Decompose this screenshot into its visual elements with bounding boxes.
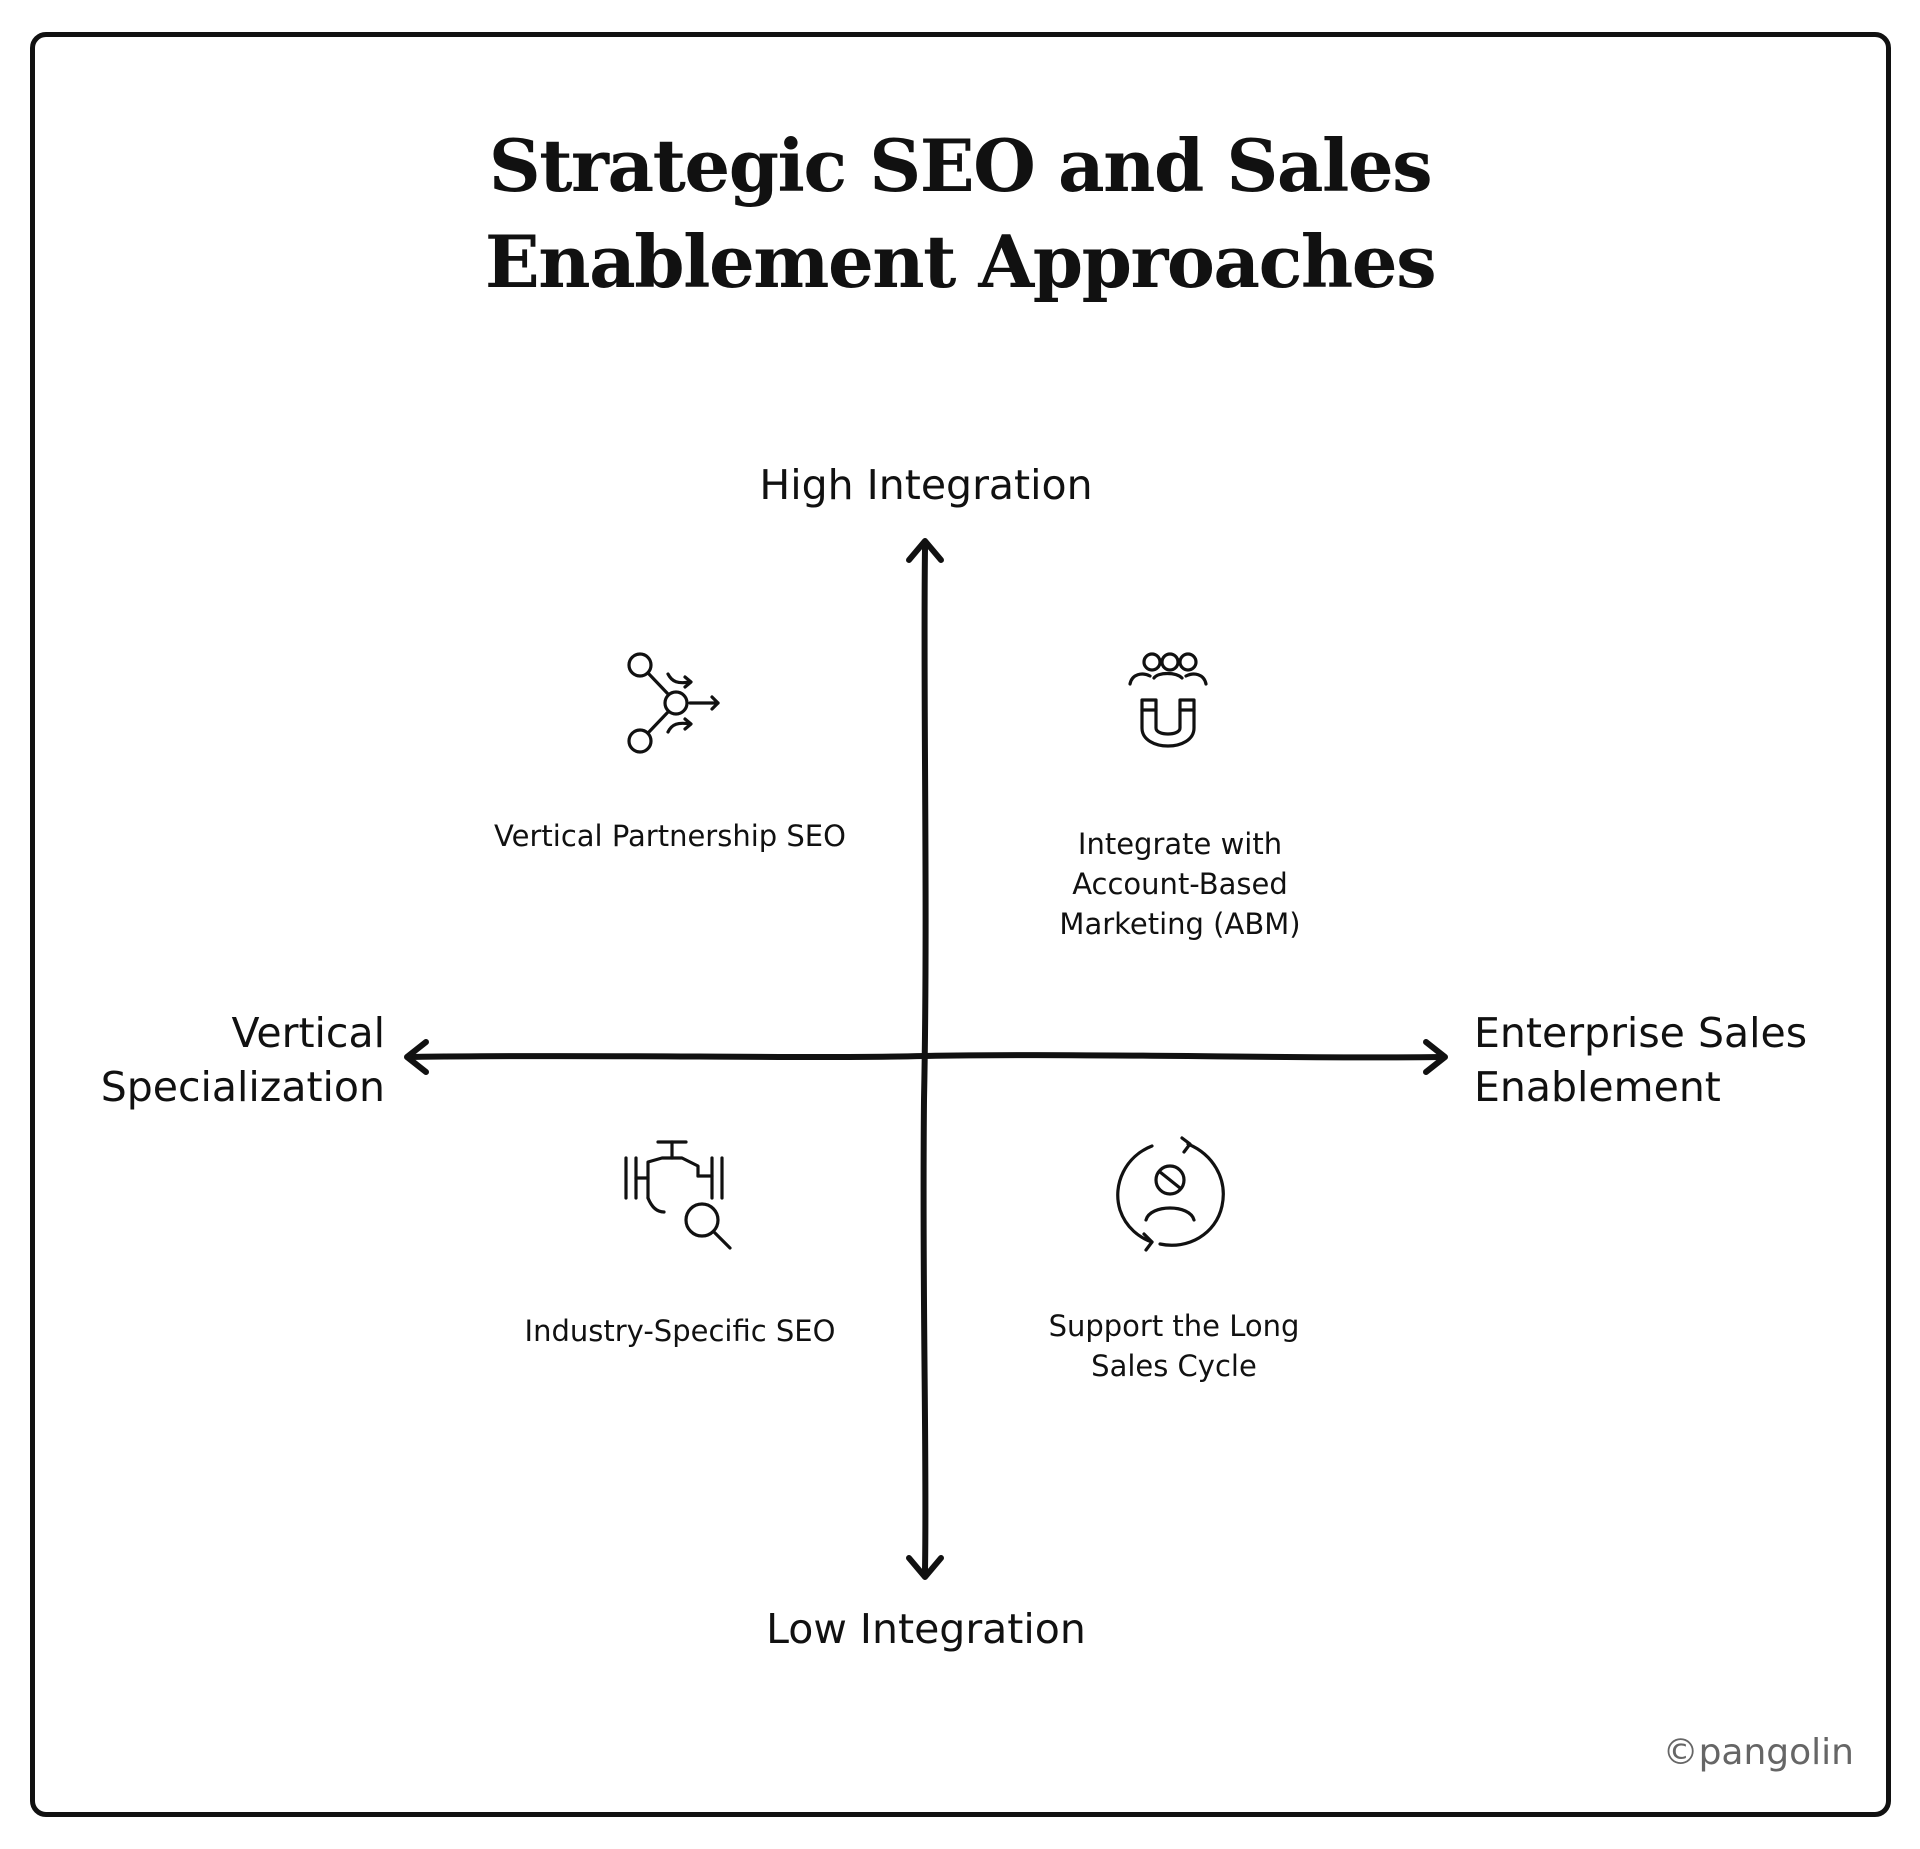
diagram-title: Strategic SEO and Sales Enablement Appro… (0, 118, 1920, 310)
quadrant-label-line: Support the Long (1048, 1309, 1300, 1343)
title-line-1: Strategic SEO and Sales (488, 123, 1433, 208)
credit-watermark: ©pangolin (1662, 1732, 1854, 1773)
axis-label-left-line-2: Specialization (100, 1063, 385, 1111)
quadrant-label-line: Account-Based (1072, 867, 1288, 901)
quadrant-label-line: Vertical Partnership SEO (494, 819, 846, 853)
quadrant-label-top-left: Vertical Partnership SEO (430, 816, 910, 856)
quadrant-label-line: Marketing (ABM) (1059, 907, 1301, 941)
horizontal-axis (409, 1052, 1444, 1061)
axis-label-left-line-1: Vertical (231, 1009, 385, 1057)
user-cycle-icon (1116, 1136, 1225, 1252)
quadrant-label-line: Industry-Specific SEO (524, 1314, 836, 1348)
horizontal-axis-arrow-right (1423, 1039, 1448, 1075)
vertical-axis-arrow-up (906, 538, 944, 563)
quadrant-label-bottom-left: Industry-Specific SEO (440, 1311, 920, 1351)
quadrant-label-bottom-right: Support the Long Sales Cycle (974, 1306, 1374, 1386)
axis-label-right: Enterprise Sales Enablement (1474, 1006, 1894, 1114)
quadrant-label-top-right: Integrate with Account-Based Marketing (… (980, 824, 1380, 944)
vertical-axis-arrow-down (906, 1555, 944, 1580)
pipeline-search-icon (624, 1140, 732, 1250)
horizontal-axis-arrow-left (404, 1039, 429, 1075)
axis-label-bottom: Low Integration (766, 1605, 1086, 1653)
network-share-icon (627, 652, 720, 754)
axis-label-top: High Integration (759, 461, 1093, 509)
quadrant-label-line: Integrate with (1077, 827, 1283, 861)
axis-label-left: Vertical Specialization (40, 1006, 385, 1114)
vertical-axis (920, 545, 929, 1573)
quadrant-label-line: Sales Cycle (1091, 1349, 1257, 1383)
title-line-2: Enablement Approaches (484, 219, 1437, 304)
diagram-frame (30, 32, 1891, 1817)
axis-label-right-line-1: Enterprise Sales (1474, 1009, 1808, 1057)
audience-magnet-icon (1128, 652, 1208, 748)
axis-label-right-line-2: Enablement (1474, 1063, 1721, 1111)
